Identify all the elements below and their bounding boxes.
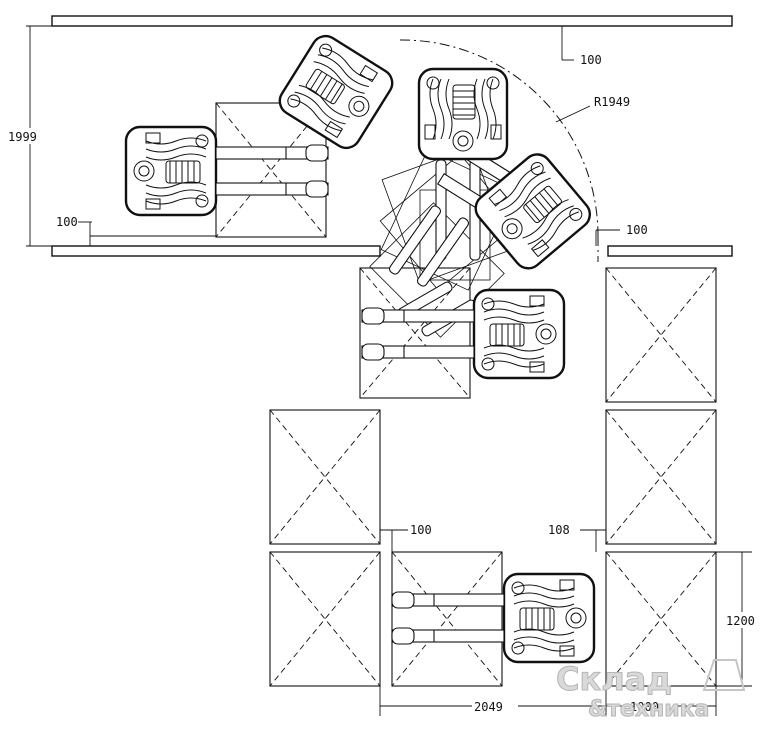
watermark-logo: Склад &техника <box>556 659 746 723</box>
dim-pallet-depth-label: 1200 <box>726 614 755 628</box>
dim-bottom-gap-right-label: 108 <box>548 523 570 537</box>
top-wall <box>51 15 733 27</box>
dim-pallet-depth: 1200 <box>716 551 768 687</box>
pallet-right-3 <box>605 551 717 687</box>
dim-left-clearance-label: 100 <box>56 215 78 229</box>
truck-lower-center <box>361 288 566 380</box>
dim-turn-radius: R1949 <box>555 95 630 123</box>
dim-bottom-gap-left: 100 <box>380 523 432 552</box>
dim-bottom-gap-left-label: 100 <box>410 523 432 537</box>
pallet-bottom-carried <box>391 551 503 687</box>
dim-top-clearance-label: 100 <box>580 53 602 67</box>
dim-right-clearance-label: 100 <box>626 223 648 237</box>
dim-right-clearance: 100 <box>595 223 648 246</box>
watermark-line2: &техника <box>588 697 709 722</box>
ghost-forks <box>388 159 481 337</box>
dim-bottom-gap-right: 108 <box>548 523 606 552</box>
pallet-lower-left-2 <box>269 551 381 687</box>
left-rack-beam <box>51 245 381 257</box>
right-rack-beam <box>607 245 733 257</box>
truck-top-center <box>417 67 509 161</box>
watermark-forklift-icon <box>702 659 746 691</box>
dim-bottom-width: 2049 1000 <box>379 686 717 716</box>
dim-aisle-height: 1999 <box>6 25 52 247</box>
dim-aisle-height-label: 1999 <box>8 130 37 144</box>
turn-radius-arc <box>399 39 599 237</box>
dim-bottom-width-label: 2049 <box>474 700 503 714</box>
dim-bottom-width-right-label: 1000 <box>630 700 659 714</box>
pallet-right-2 <box>605 409 717 545</box>
pallet-right-1 <box>605 267 717 403</box>
dim-left-clearance: 100 <box>56 215 216 246</box>
pallet-center <box>359 267 471 399</box>
pallet-lower-left-1 <box>269 409 381 545</box>
dim-turn-radius-label: R1949 <box>594 95 630 109</box>
watermark-line1: Склад <box>556 660 672 698</box>
truck-left <box>124 125 329 217</box>
dim-top-clearance: 100 <box>556 25 602 67</box>
